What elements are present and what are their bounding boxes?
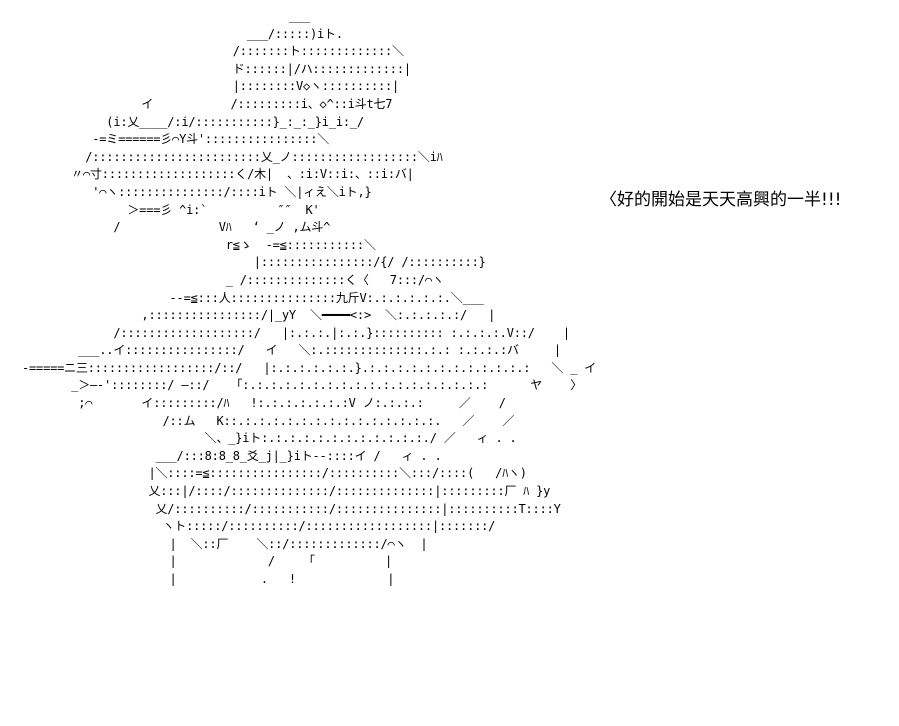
- art-line: / Vﾊ ‘ _ノ ,ム斗^: [22, 220, 331, 235]
- art-line: _＞—‐'::::::::/ ―::/ 「:.:.:.:.:.:.:.:.:.:…: [22, 378, 582, 393]
- art-line: ド::::::|/ハ:::::::::::::|: [22, 61, 411, 76]
- art-line: _ /::::::::::::::く〈 7:::/⌒ヽ: [22, 272, 444, 287]
- art-line: ヽト:::::/::::::::::/::::::::::::::::::|::…: [22, 519, 496, 534]
- art-line: |::::::::::::::::/{/ /::::::::::}: [22, 255, 486, 270]
- art-line: | / 「 |: [22, 554, 393, 569]
- art-line: --=≦:::人:::::::::::::::九斤V:.:.:.:.:.:.＼_…: [22, 290, 484, 305]
- art-line: /::::::::::::::::::::::::乂_ノ::::::::::::…: [22, 149, 443, 164]
- art-line: ___: [22, 9, 311, 23]
- art-line: /:::::::ト:::::::::::::＼: [22, 44, 404, 59]
- art-line: 乂:::|/::::/::::::::::::::/::::::::::::::…: [22, 484, 551, 499]
- art-line: ;⌒ イ:::::::::/ﾊ !:.:.:.:.:.:.:V ノ:.:.:.:…: [22, 396, 506, 411]
- art-line: ___/:::8:8_8_爻_j|_}iト‐‐::::イ / ィ . .: [22, 448, 442, 463]
- art-line: (i:乂____/:i/:::::::::::}_:_:_}i_i:_/: [22, 114, 364, 129]
- art-line: -=ミ======彡⌒Y斗'::::::::::::::::＼: [22, 132, 330, 147]
- art-line: /::ム K::.:.:.:.:.:.:.:.:.:.:.:.:.:.:. ／ …: [22, 413, 515, 428]
- art-line: -=====ニ三::::::::::::::::::/::/ |:.:.:.:.…: [22, 360, 597, 375]
- art-line: |＼::::=≦::::::::::::::::/::::::::::＼:::/…: [22, 466, 527, 481]
- art-line: 〃⌒寸:::::::::::::::::::く/木| 、:i:V::i:、::i…: [22, 167, 414, 182]
- art-line: | ＼::厂 ＼::/:::::::::::::/⌒ヽ |: [22, 536, 428, 551]
- art-line: ___..イ::::::::::::::::/ イ ＼:.:::::::::::…: [22, 343, 561, 358]
- art-line: 乂/::::::::::/:::::::::::/:::::::::::::::…: [22, 501, 561, 516]
- ascii-art-figure: ___ ___/:::::)iト. /:::::::ト:::::::::::::…: [22, 8, 596, 589]
- art-line: '⌒ヽ:::::::::::::::/::::iト ＼|ィえ＼iト,}: [22, 184, 372, 199]
- art-line: ___/:::::)iト.: [22, 26, 343, 41]
- art-line: ＞===彡 ^i:` ″″ K': [22, 202, 320, 217]
- art-line: ＼、_}iト:.:.:.:.:.:.:.:.:.:.:.:./ ／ ィ . .: [22, 431, 517, 446]
- art-line: ,::::::::::::::::/|_yY ＼━━━━<:> ＼:.:.:.:…: [22, 308, 496, 323]
- art-line: |::::::::V◇ヽ::::::::::|: [22, 79, 400, 94]
- art-line: イ /:::::::::i、◇^::i斗t七7: [22, 96, 393, 111]
- speech-text: 〈好的開始是天天高興的一半!!!: [600, 190, 842, 210]
- art-line: /:::::::::::::::::::/ |:.:.:.|:.:.}:::::…: [22, 325, 570, 340]
- art-line: r≦ゝ -=≦:::::::::::＼: [22, 237, 376, 252]
- art-line: | . ! |: [22, 572, 395, 586]
